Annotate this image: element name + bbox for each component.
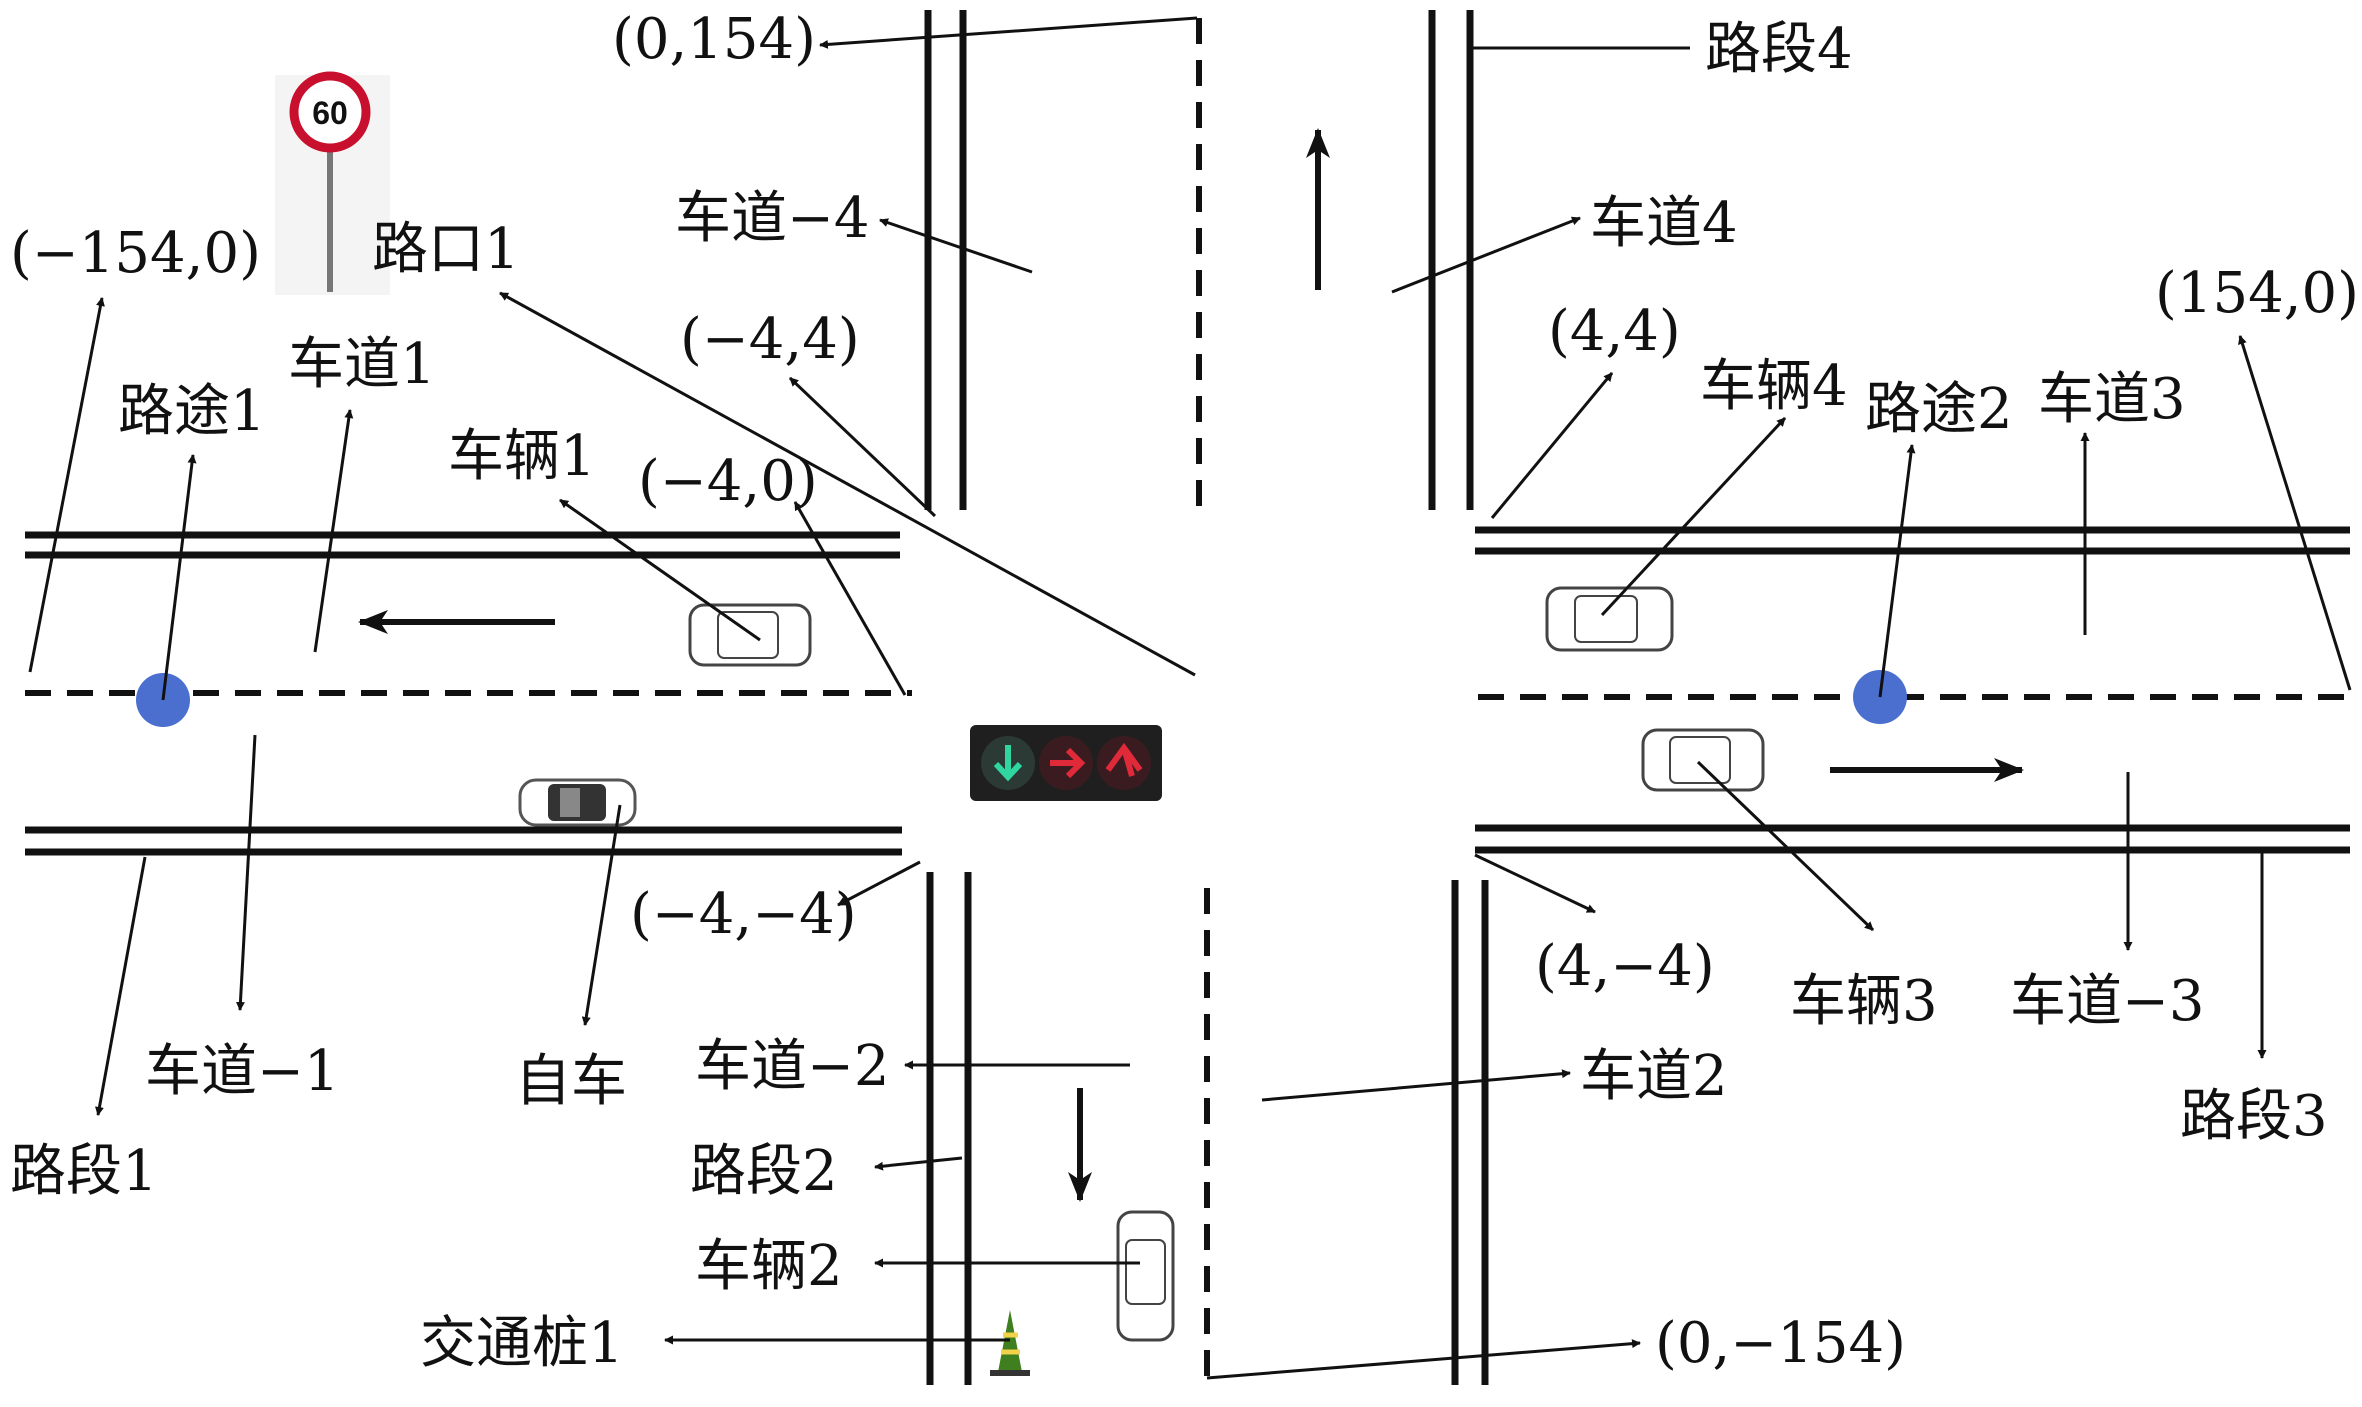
label-waypoint2: 路途2 (1865, 377, 2013, 442)
label-segment2: 路段2 (690, 1139, 838, 1204)
label-segment1: 路段1 (10, 1139, 158, 1204)
leader-lines (28, 16, 2352, 1380)
coord-bottom: (0,−154) (1655, 1311, 1906, 1376)
label-lane-neg3: 车道−3 (2010, 969, 2205, 1034)
label-cone1: 交通桩1 (420, 1311, 624, 1376)
label-vehicle2: 车辆2 (695, 1234, 843, 1299)
coord-right: (154,0) (2155, 261, 2359, 326)
coord-sw: (−4,−4) (630, 882, 857, 947)
label-vehicle1: 车辆1 (448, 424, 596, 489)
label-vehicle3: 车辆3 (1790, 969, 1938, 1034)
traffic-cone-icon (990, 1310, 1030, 1376)
label-lane-neg1: 车道−1 (145, 1039, 340, 1104)
coord-ne: (4,4) (1548, 299, 1681, 364)
label-lane2: 车道2 (1580, 1044, 1728, 1109)
vehicle2-car-icon (1116, 1210, 1175, 1342)
label-lane1: 车道1 (288, 332, 436, 397)
label-lane-neg2: 车道−2 (695, 1034, 890, 1099)
label-intersection1: 路口1 (372, 217, 520, 282)
label-lane3: 车道3 (2038, 367, 2186, 432)
traffic-light-icon (970, 725, 1162, 801)
vehicle4-car-icon (1545, 586, 1674, 652)
label-ego: 自车 (515, 1049, 627, 1114)
coord-top: (0,154) (612, 7, 816, 72)
speed-limit-value: 60 (312, 95, 348, 131)
speed-limit-sign-icon: 60 (275, 71, 390, 295)
coord-se: (4,−4) (1535, 934, 1715, 999)
label-lane4: 车道4 (1590, 191, 1738, 256)
coord-nw-bottom: (−4,0) (638, 449, 818, 514)
label-segment3: 路段3 (2180, 1084, 2328, 1149)
label-segment4: 路段4 (1705, 17, 1853, 82)
labels: (0,154) 路段4 车道−4 车道4 (−154,0) 路口1 (154,0… (10, 7, 2359, 1376)
label-vehicle4: 车辆4 (1700, 354, 1848, 419)
label-lane-neg4: 车道−4 (675, 186, 870, 251)
coord-nw-top: (−4,4) (680, 307, 860, 372)
direction-arrows (358, 128, 2024, 1202)
label-waypoint1: 路途1 (118, 379, 266, 444)
coord-left: (−154,0) (10, 221, 261, 286)
vehicle1-car-icon (688, 603, 812, 667)
ego-car-icon (518, 778, 637, 827)
vehicle3-car-icon (1641, 728, 1765, 792)
